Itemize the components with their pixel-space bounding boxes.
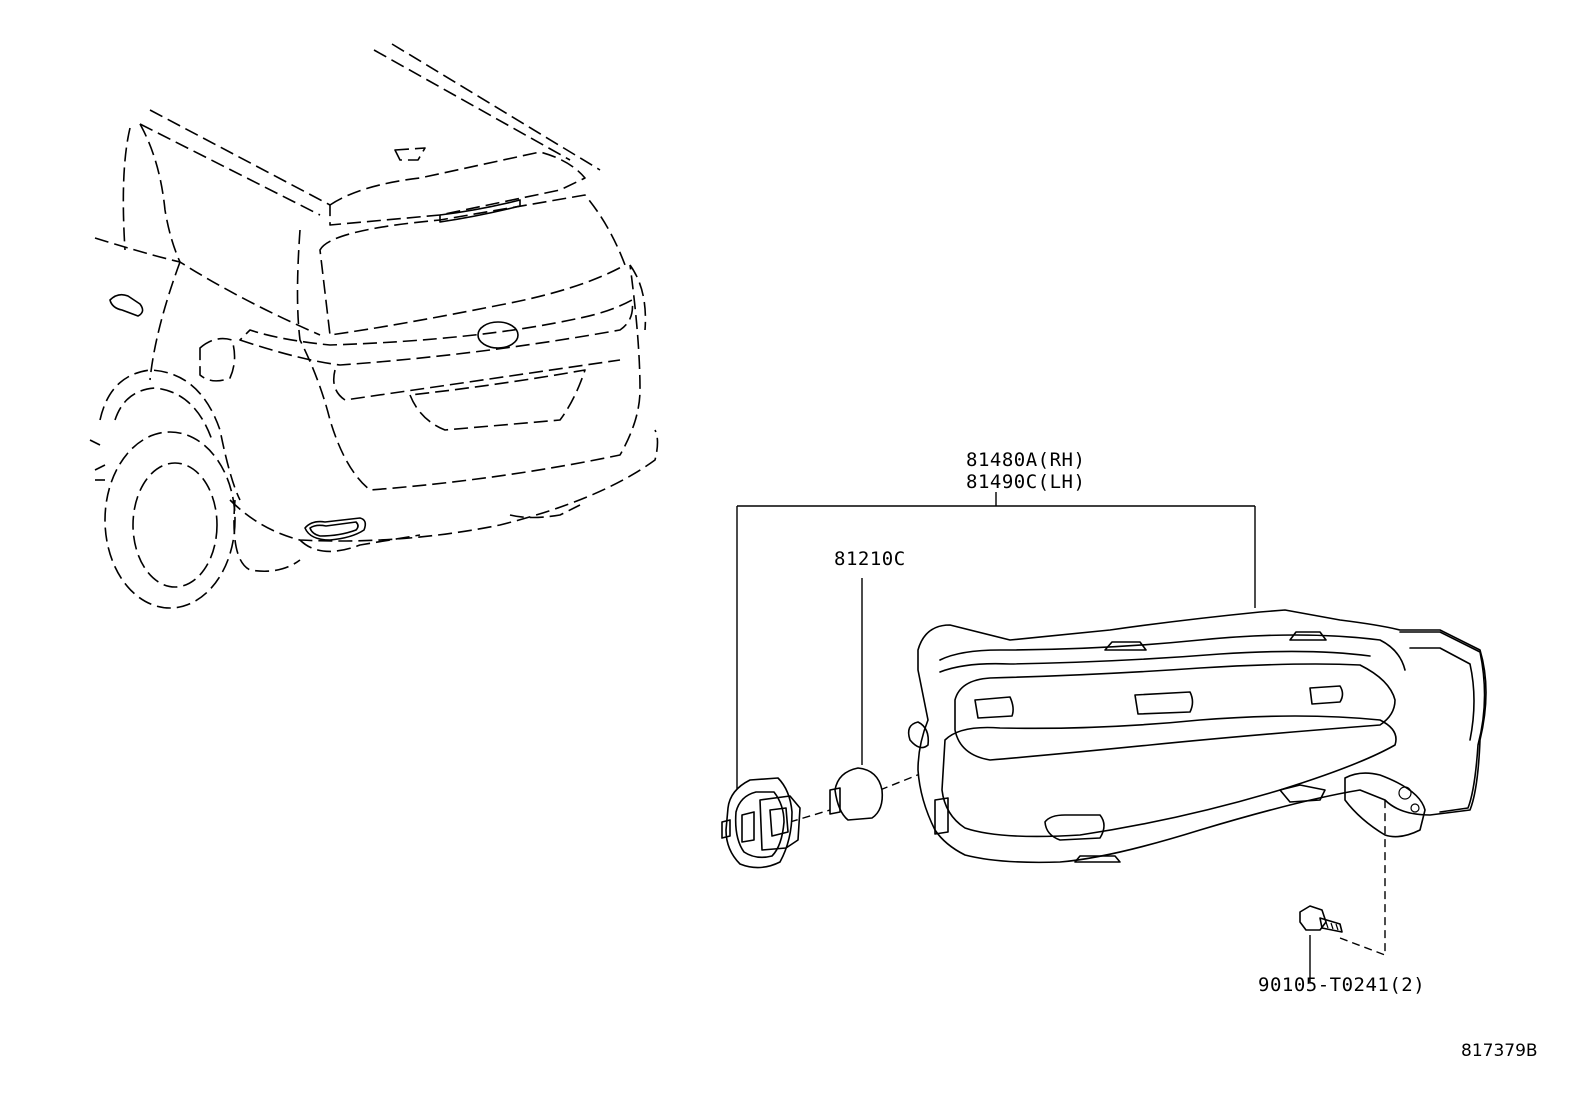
- socket-drawing: [721, 777, 801, 869]
- bulb-drawing: [829, 767, 884, 821]
- diagram-id: 817379B: [1461, 1041, 1538, 1061]
- screw-drawing: [1299, 905, 1343, 933]
- leader-lines: [736, 492, 1386, 982]
- part-number-bulb: 81210C: [834, 548, 906, 570]
- vehicle-illustration: [89, 43, 659, 609]
- part-number-screw: 90105-T0241(2): [1258, 974, 1426, 996]
- part-number-lamp-rh: 81480A(RH): [966, 449, 1086, 471]
- part-number-lamp-lh: 81490C(LH): [966, 471, 1086, 493]
- lamp-assembly-drawing: [907, 609, 1487, 864]
